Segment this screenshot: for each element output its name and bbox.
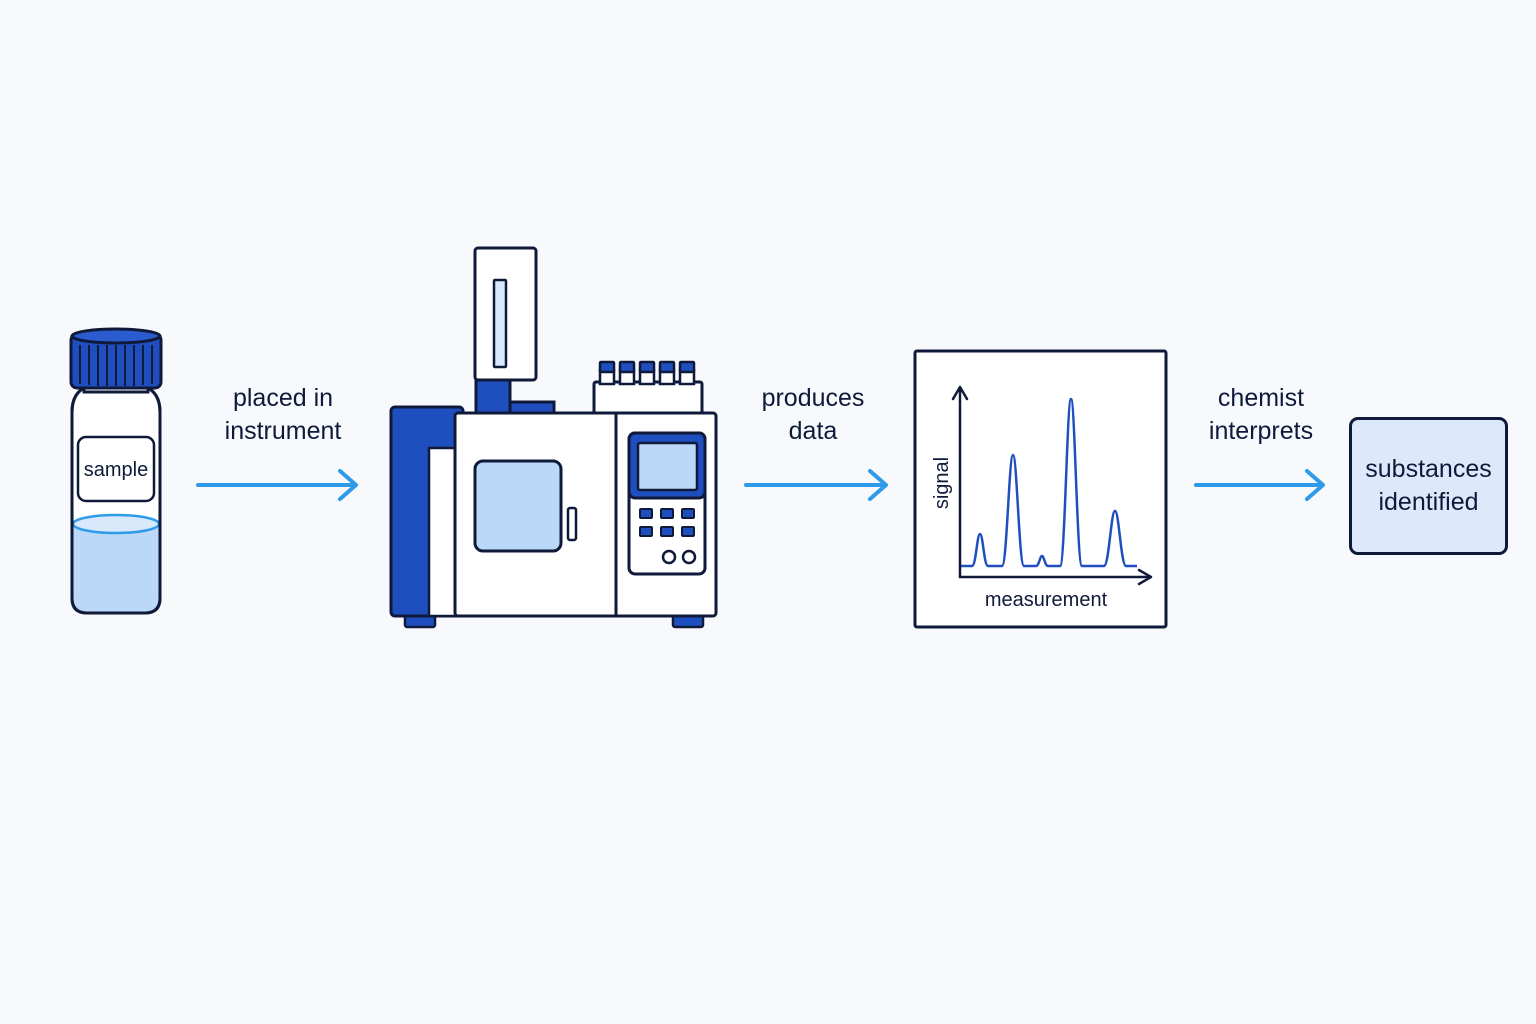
arrow-icon bbox=[744, 469, 888, 501]
result-line: identified bbox=[1378, 488, 1479, 516]
arrow-icon bbox=[1194, 469, 1325, 501]
chromatogram-plot bbox=[913, 349, 1168, 629]
plot-axes bbox=[951, 385, 1153, 586]
result-line: substances bbox=[1365, 455, 1492, 483]
step-label-line: chemist bbox=[1217, 384, 1305, 412]
vial-label: sample bbox=[83, 459, 149, 481]
sample-vial-icon bbox=[69, 327, 163, 615]
step-label-line: placed in bbox=[232, 384, 334, 412]
analytical-instrument-icon bbox=[389, 246, 718, 629]
step-label-produces: produces data bbox=[723, 382, 903, 448]
step-label-interprets: chemist interprets bbox=[1171, 382, 1351, 448]
step-label-line: data bbox=[788, 417, 838, 445]
step-label-line: produces bbox=[761, 384, 865, 412]
plot-x-axis-label: measurement bbox=[984, 589, 1108, 611]
step-label-placed-in: placed in instrument bbox=[193, 382, 373, 448]
step-label-line: instrument bbox=[224, 417, 342, 445]
step-label-line: interprets bbox=[1208, 417, 1314, 445]
result-box: substances identified bbox=[1349, 417, 1508, 555]
plot-y-axis-label: signal bbox=[931, 456, 953, 510]
arrow-icon bbox=[196, 469, 358, 501]
signal-trace bbox=[961, 397, 1137, 568]
